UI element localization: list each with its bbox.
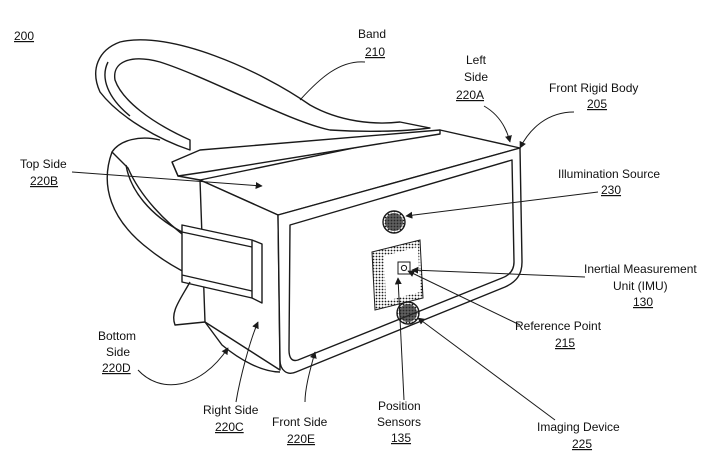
top-side-label: Top Side [20,157,67,171]
imu-ref: 130 [633,295,653,309]
reference-point-label: Reference Point [515,319,602,333]
illumination-source-ref: 230 [601,183,621,197]
band-label: Band [358,27,386,41]
right-side-ref: 220C [215,420,244,434]
front-side-ref: 220E [287,432,315,446]
front-rigid-body-ref: 205 [587,97,607,111]
position-sensors-label-1: Position [378,399,421,413]
right-side-label: Right Side [203,403,259,417]
bottom-side-ref: 220D [102,361,131,375]
imaging-device-ref: 225 [572,437,592,451]
imaging-device-label: Imaging Device [537,420,620,434]
reference-point-dot [401,265,406,270]
front-rigid-body-label: Front Rigid Body [549,81,638,95]
reference-point-ref: 215 [555,336,575,350]
left-side-label-2: Side [464,70,488,84]
position-sensors-label-2: Sensors [377,415,421,429]
top-side-ref: 220B [30,174,58,188]
bottom-side-label-1: Bottom [98,329,136,343]
illumination-source-label: Illumination Source [558,167,660,181]
imu-label-1: Inertial Measurement [584,262,697,276]
band-ref: 210 [365,45,385,59]
left-side-ref: 220A [456,88,484,102]
left-side-label-1: Left [466,53,487,67]
bottom-side-label-2: Side [106,345,130,359]
figure-number: 200 [14,29,34,43]
front-side-label: Front Side [272,415,328,429]
front-rigid-body [172,130,522,373]
imu-label-2: Unit (IMU) [613,279,668,293]
position-sensors-ref: 135 [391,431,411,445]
